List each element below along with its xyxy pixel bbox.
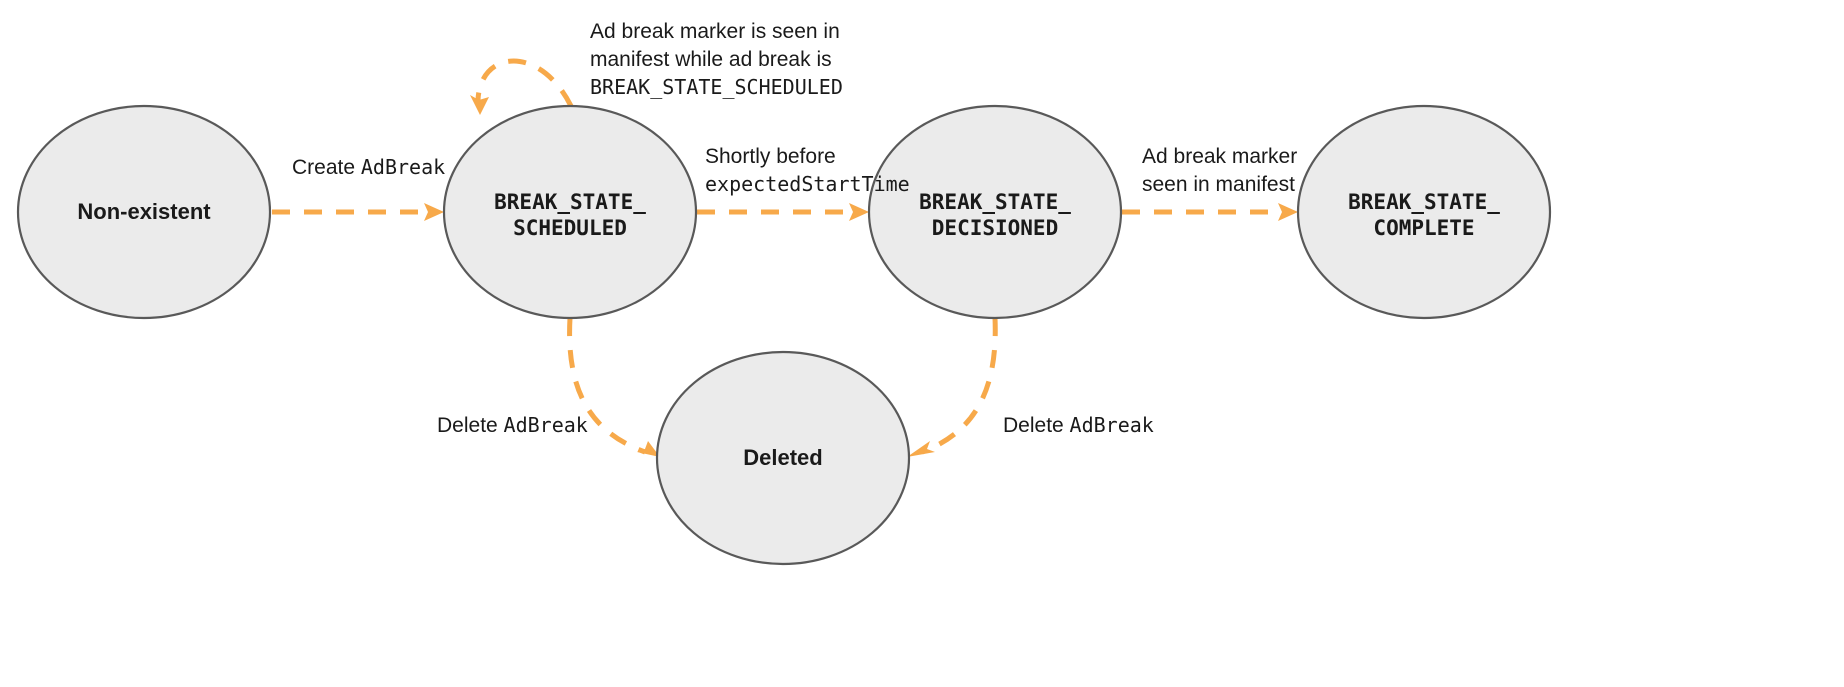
- edge-label-create-adbreak: Create AdBreak: [292, 155, 445, 179]
- edge-decisioned-to-deleted-arrowhead: [907, 441, 935, 457]
- edge-decisioned-to-deleted: [907, 317, 998, 457]
- edge-label-scheduled-self-loop-line1: Ad break marker is seen in: [590, 20, 840, 43]
- edge-label-create-adbreak-mono: AdBreak: [361, 155, 445, 179]
- node-break-state-complete-label-line1: BREAK_STATE_: [1348, 190, 1500, 214]
- edge-label-decisioned-to-complete-line2: seen in manifest: [1142, 173, 1295, 196]
- edge-label-scheduled-to-deleted: Delete AdBreak: [437, 413, 588, 437]
- node-deleted-shape[interactable]: [655, 350, 911, 566]
- edge-label-decisioned-to-deleted-plain: Delete: [1003, 414, 1070, 437]
- node-break-state-complete-label-line2: COMPLETE: [1373, 216, 1474, 240]
- node-break-state-decisioned-label-line2: DECISIONED: [932, 216, 1058, 240]
- edge-scheduled-to-deleted-arrowhead: [637, 441, 660, 457]
- node-break-state-scheduled-shape[interactable]: [442, 104, 698, 320]
- node-break-state-complete[interactable]: BREAK_STATE_ COMPLETE: [1296, 104, 1552, 320]
- edge-create-adbreak: [272, 203, 444, 221]
- edge-scheduled-to-decisioned-arrowhead: [849, 203, 869, 221]
- edge-label-scheduled-self-loop-line2: manifest while ad break is: [590, 48, 832, 71]
- edge-scheduled-to-deleted: [567, 317, 660, 457]
- edge-label-decisioned-to-deleted: Delete AdBreak: [1003, 413, 1154, 437]
- node-break-state-decisioned-shape[interactable]: [867, 104, 1123, 320]
- edge-create-adbreak-arrowhead: [424, 203, 444, 221]
- edge-label-scheduled-to-decisioned-mono: expectedStartTime: [705, 172, 910, 196]
- edge-scheduled-to-decisioned: [697, 203, 869, 221]
- node-non-existent-label: Non-existent: [77, 199, 211, 224]
- node-break-state-scheduled-label-line1: BREAK_STATE_: [494, 190, 646, 214]
- node-break-state-decisioned[interactable]: BREAK_STATE_ DECISIONED: [867, 104, 1123, 320]
- edge-label-decisioned-to-complete-line1: Ad break marker: [1142, 145, 1297, 168]
- edge-label-scheduled-self-loop: Ad break marker is seen in manifest whil…: [590, 20, 843, 99]
- edge-label-decisioned-to-complete: Ad break marker seen in manifest: [1142, 145, 1297, 196]
- edge-label-scheduled-to-deleted-plain: Delete: [437, 414, 504, 437]
- edge-decisioned-to-complete: [1122, 203, 1298, 221]
- node-break-state-scheduled[interactable]: BREAK_STATE_ SCHEDULED: [442, 104, 698, 320]
- edge-label-scheduled-to-decisioned-plain: Shortly before: [705, 145, 836, 168]
- edge-label-scheduled-to-decisioned: Shortly before expectedStartTime: [705, 145, 910, 196]
- node-deleted[interactable]: Deleted: [655, 350, 911, 566]
- edge-scheduled-self-loop: [470, 58, 574, 115]
- node-non-existent[interactable]: Non-existent: [16, 104, 272, 320]
- edge-label-scheduled-self-loop-mono: BREAK_STATE_SCHEDULED: [590, 75, 843, 99]
- node-non-existent-shape[interactable]: [16, 104, 272, 320]
- node-break-state-complete-shape[interactable]: [1296, 104, 1552, 320]
- node-break-state-decisioned-label-line1: BREAK_STATE_: [919, 190, 1071, 214]
- edge-label-create-adbreak-plain: Create: [292, 156, 361, 179]
- edge-scheduled-self-loop-line: [475, 58, 574, 108]
- edge-label-decisioned-to-deleted-mono: AdBreak: [1070, 413, 1154, 437]
- node-break-state-scheduled-label-line2: SCHEDULED: [513, 216, 627, 240]
- edge-scheduled-self-loop-arrowhead: [470, 95, 489, 115]
- edge-label-scheduled-to-deleted-mono: AdBreak: [504, 413, 588, 437]
- edge-decisioned-to-deleted-line: [921, 317, 998, 455]
- node-deleted-label: Deleted: [743, 445, 822, 470]
- edge-decisioned-to-complete-arrowhead: [1278, 203, 1298, 221]
